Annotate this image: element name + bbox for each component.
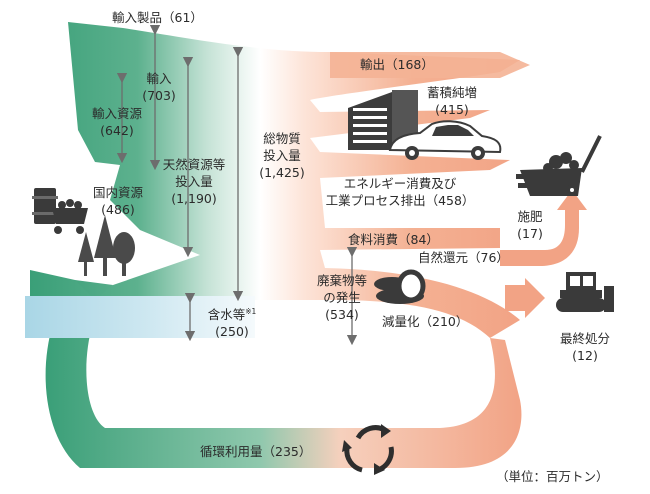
import-label-value: (703) — [142, 88, 176, 103]
natural-resources-line2: 投入量 — [175, 174, 213, 189]
final-disposal-arrow — [505, 278, 545, 318]
final-disposal-line1: 最終処分 — [559, 331, 611, 346]
natural-resources-label: 天然資源等 投入量 (1,190) — [163, 156, 226, 207]
car-icon — [388, 120, 502, 160]
unit-note: （単位：百万トン） — [496, 469, 609, 484]
import-label-line1: 輸入 — [146, 71, 172, 86]
recycle-icon — [342, 424, 394, 475]
natural-resources-value: (1,190) — [171, 191, 217, 206]
imported-resources-value: (642) — [100, 123, 134, 138]
stock-value: (415) — [435, 102, 469, 117]
final-disposal-label: 最終処分 (12) — [560, 330, 610, 364]
coal-barrel-icon — [32, 188, 88, 234]
export-arrow — [330, 52, 530, 78]
fertilizer-label: 施肥 (17) — [517, 208, 543, 242]
natural-return-label: 自然還元（76） — [418, 250, 509, 265]
forest-icon — [78, 215, 135, 276]
waste-generation-label: 廃棄物等 の発生 (534) — [317, 272, 367, 323]
food-consumption-label: 食料消費（84） — [348, 232, 439, 247]
domestic-resources-label: 国内資源 (486) — [93, 184, 143, 218]
total-input-label: 総物質 投入量 (1,425) — [259, 130, 305, 181]
stock-line1: 蓄積純増 — [426, 85, 478, 100]
energy-label: エネルギー消費及び 工業プロセス排出（458） — [326, 175, 475, 209]
measure-arrows — [116, 24, 358, 346]
energy-line2: 工業プロセス排出（458） — [325, 193, 475, 208]
domestic-resources-line1: 国内資源 — [92, 185, 144, 200]
waste-line2: の発生 — [323, 290, 361, 305]
waste-value: (534) — [325, 307, 359, 322]
imported-resources-line1: 輸入資源 — [91, 106, 143, 121]
energy-line1: エネルギー消費及び — [343, 176, 457, 191]
water-content-band — [25, 296, 255, 338]
total-input-value: (1,425) — [259, 165, 305, 180]
final-disposal-value: (12) — [572, 348, 598, 363]
stock-label: 蓄積純増 (415) — [427, 84, 477, 118]
tires-icon — [374, 269, 426, 304]
fertilizer-value: (17) — [517, 226, 543, 241]
water-content-value: (250) — [215, 324, 249, 340]
export-label: 輸出（168） — [360, 57, 434, 72]
reduction-label: 減量化（210） — [382, 314, 469, 329]
total-input-line2: 投入量 — [263, 148, 301, 163]
fertilizer-line1: 施肥 — [517, 209, 543, 224]
imported-products-label: 輸入製品（61） — [112, 10, 203, 25]
water-content-note: ※1 — [245, 307, 257, 316]
total-input-line1: 総物質 — [263, 131, 301, 146]
imported-resources-label: 輸入資源 (642) — [92, 105, 142, 139]
waste-line1: 廃棄物等 — [316, 273, 368, 288]
domestic-resources-value: (486) — [101, 202, 135, 217]
import-label: 輸入 (703) — [142, 70, 176, 104]
wheelbarrow-icon — [516, 135, 602, 196]
bulldozer-icon — [556, 272, 614, 312]
natural-resources-line1: 天然資源等 — [162, 157, 226, 172]
water-content-label: 含水等※1 (250) — [208, 303, 257, 340]
recycling-label: 循環利用量（235） — [200, 444, 312, 459]
fertilizer-arrow — [500, 190, 587, 266]
water-content-text: 含水等 — [207, 307, 246, 323]
